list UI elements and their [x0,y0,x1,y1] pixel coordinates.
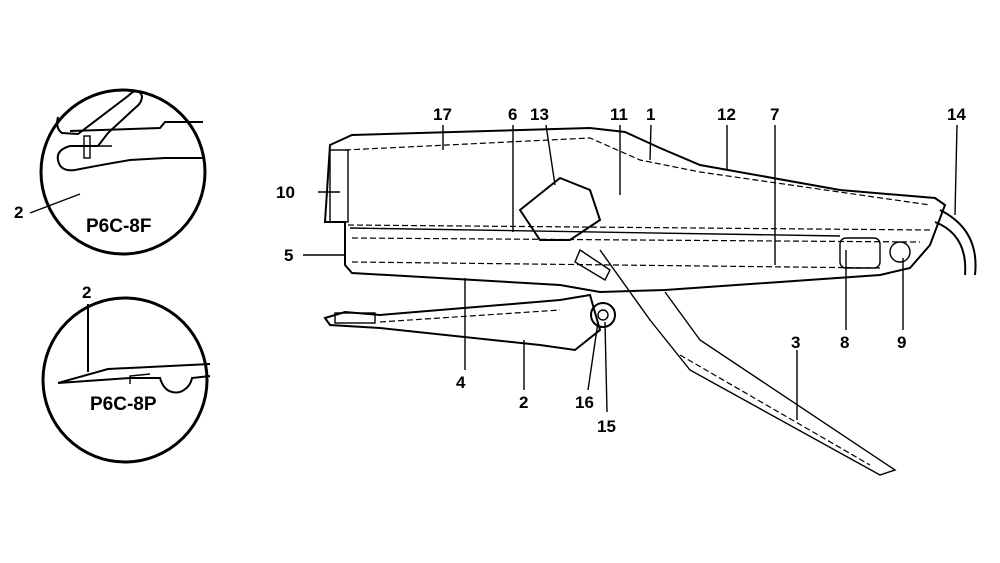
part-label-6: 6 [508,105,517,124]
part-label-9: 9 [897,333,906,352]
part-label-4: 4 [456,373,466,392]
part-labels: 17 6 13 11 1 12 7 14 10 5 4 2 16 15 3 8 … [276,105,966,436]
part-label-11: 11 [610,105,628,124]
part-label-1: 1 [646,105,655,124]
inset-caption: P6C-8F [86,216,151,237]
part-label-10: 10 [276,183,295,202]
part-label-3: 3 [791,333,800,352]
part-label-15: 15 [597,417,616,436]
part-label-13: 13 [530,105,549,124]
inset-p6c-8p: 2 P6C-8P [41,283,211,464]
part-label-2: 2 [519,393,528,412]
inset-p6c-8f: 2 P6C-8F [14,88,207,256]
part-label-17: 17 [433,105,452,124]
part-label-7: 7 [770,105,779,124]
part-label-14: 14 [947,105,966,124]
stapler-plier-drawing [323,126,977,476]
leader-lines [303,124,958,420]
part-label-2: 2 [82,283,91,302]
part-label-12: 12 [717,105,736,124]
inset-caption: P6C-8P [90,394,157,415]
part-label-5: 5 [284,246,293,265]
part-label-2: 2 [14,203,23,222]
leader-line [29,193,81,214]
part-label-16: 16 [575,393,594,412]
part-label-8: 8 [840,333,849,352]
